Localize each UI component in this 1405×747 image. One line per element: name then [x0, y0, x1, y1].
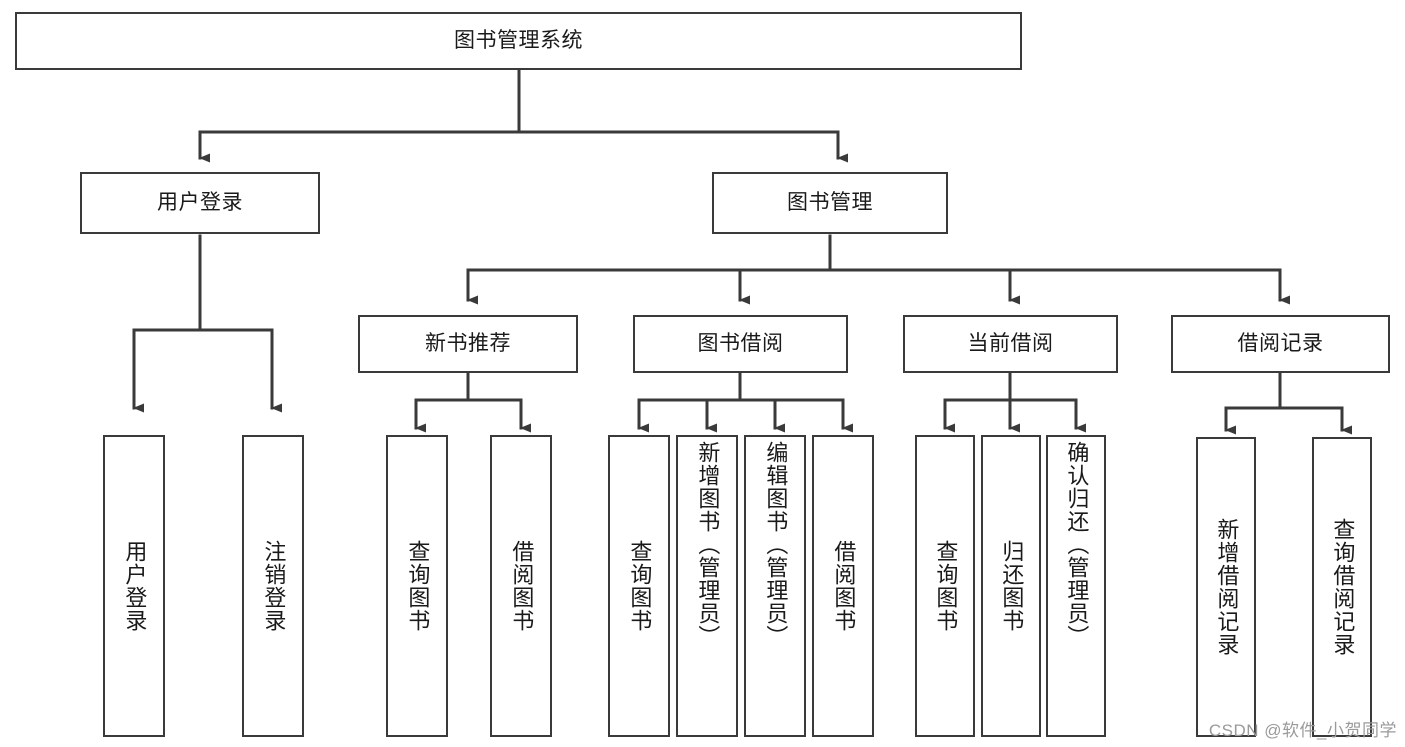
- node-book-management[interactable]: 图书管理: [712, 172, 948, 234]
- leaf-label: 编辑图书（管理员）: [763, 441, 789, 648]
- leaf-label: 查询图书: [627, 540, 653, 632]
- node-root-label: 图书管理系统: [454, 29, 583, 53]
- node-root[interactable]: 图书管理系统: [15, 12, 1022, 70]
- leaf-label: 新增图书（管理员）: [695, 441, 721, 648]
- leaf-label: 用户登录: [122, 540, 148, 632]
- leaf-label: 注销登录: [261, 540, 287, 632]
- leaf-label: 归还图书: [999, 540, 1025, 632]
- leaf-label: 借阅图书: [831, 540, 857, 632]
- leaf-label: 借阅图书: [509, 540, 535, 632]
- leaf-book-borrow-add[interactable]: 新增图书（管理员）: [676, 435, 738, 737]
- leaf-borrow-record-add[interactable]: 新增借阅记录: [1196, 437, 1256, 737]
- leaf-book-borrow-borrow[interactable]: 借阅图书: [812, 435, 874, 737]
- leaf-current-borrow-return[interactable]: 归还图书: [981, 435, 1041, 737]
- leaf-book-borrow-query[interactable]: 查询图书: [608, 435, 670, 737]
- node-new-book-recommend-label: 新书推荐: [425, 332, 511, 356]
- node-borrow-record[interactable]: 借阅记录: [1171, 315, 1390, 373]
- node-current-borrow[interactable]: 当前借阅: [903, 315, 1118, 373]
- leaf-label: 查询借阅记录: [1330, 518, 1356, 656]
- watermark-text: CSDN @软件_小贺同学: [1208, 721, 1397, 740]
- leaf-new-book-borrow[interactable]: 借阅图书: [490, 435, 552, 737]
- leaf-label: 查询图书: [405, 540, 431, 632]
- node-borrow-record-label: 借阅记录: [1237, 332, 1324, 356]
- leaf-new-book-query[interactable]: 查询图书: [386, 435, 448, 737]
- node-new-book-recommend[interactable]: 新书推荐: [358, 315, 578, 373]
- leaf-user-login-login[interactable]: 用户登录: [103, 435, 165, 737]
- leaf-book-borrow-edit[interactable]: 编辑图书（管理员）: [744, 435, 806, 737]
- leaf-label: 新增借阅记录: [1214, 518, 1240, 656]
- node-current-borrow-label: 当前借阅: [967, 332, 1054, 356]
- node-user-login-label: 用户登录: [157, 191, 243, 215]
- leaf-label: 确认归还（管理员）: [1064, 441, 1090, 648]
- leaf-current-borrow-query[interactable]: 查询图书: [915, 435, 975, 737]
- leaf-user-login-logout[interactable]: 注销登录: [242, 435, 304, 737]
- node-user-login[interactable]: 用户登录: [80, 172, 320, 234]
- node-book-borrow[interactable]: 图书借阅: [633, 315, 848, 373]
- node-book-management-label: 图书管理: [787, 191, 873, 215]
- node-book-borrow-label: 图书借阅: [697, 332, 784, 356]
- leaf-label: 查询图书: [933, 540, 959, 632]
- leaf-borrow-record-query[interactable]: 查询借阅记录: [1312, 437, 1372, 737]
- leaf-current-borrow-confirm[interactable]: 确认归还（管理员）: [1046, 435, 1106, 737]
